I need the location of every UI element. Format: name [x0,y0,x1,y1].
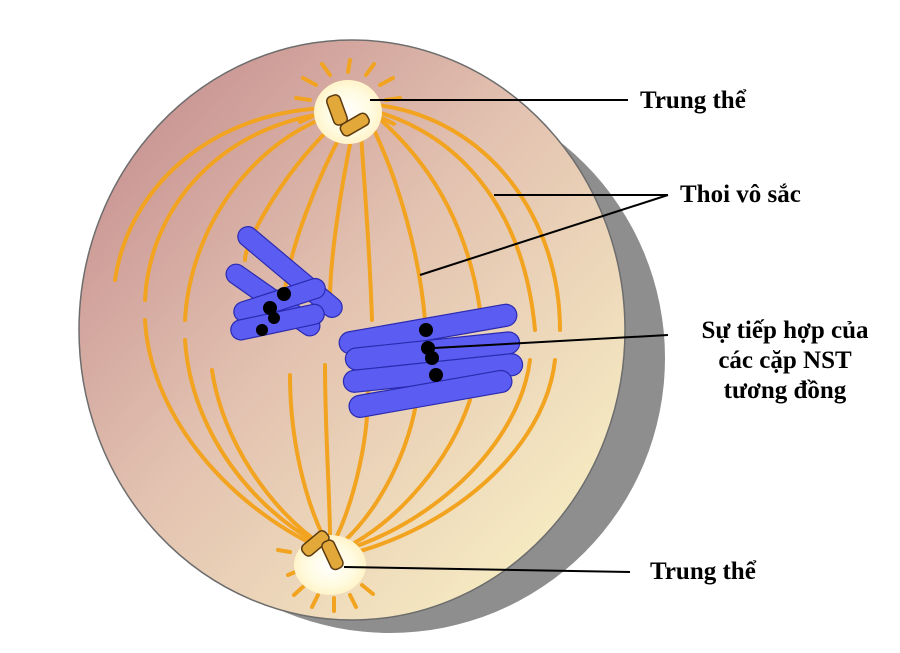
label-synapsis-line3: tương đồng [672,376,898,406]
label-synapsis: Sự tiếp hợp của các cặp NST tương đồng [672,316,898,406]
label-synapsis-line2: các cặp NST [672,346,898,376]
label-spindle: Thoi vô sắc [680,180,801,210]
label-synapsis-line1: Sự tiếp hợp của [672,316,898,346]
label-centrosome-top: Trung thể [640,86,746,116]
label-centrosome-bottom: Trung thể [650,557,756,587]
